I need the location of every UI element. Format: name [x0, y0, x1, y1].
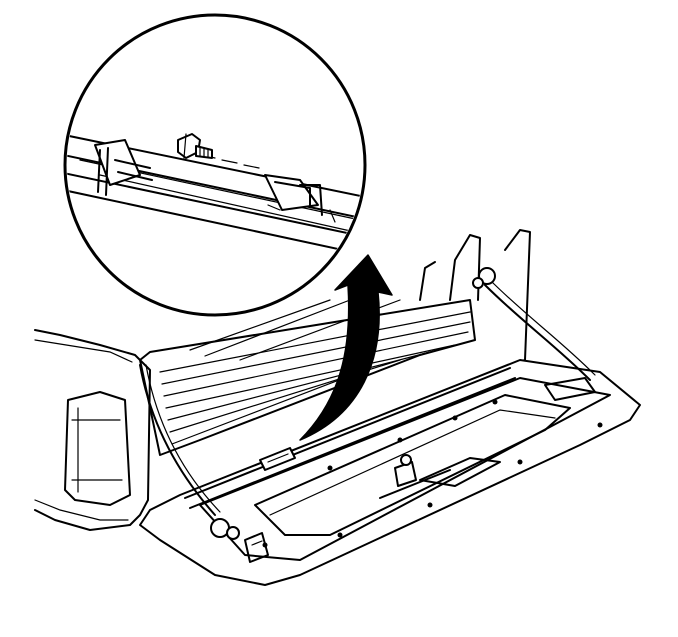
- support-cable-right: [472, 267, 596, 381]
- hinge-area: [259, 447, 296, 471]
- tail-lamp: [64, 391, 131, 506]
- tailgate: [139, 359, 641, 586]
- hinge-bolt: [177, 133, 213, 159]
- left-quarter-panel: [34, 329, 151, 531]
- lower-hinge-bracket: [244, 532, 269, 563]
- direction-arrow: [299, 254, 393, 441]
- support-cable-left: [139, 364, 240, 540]
- detail-magnifier: [63, 13, 367, 317]
